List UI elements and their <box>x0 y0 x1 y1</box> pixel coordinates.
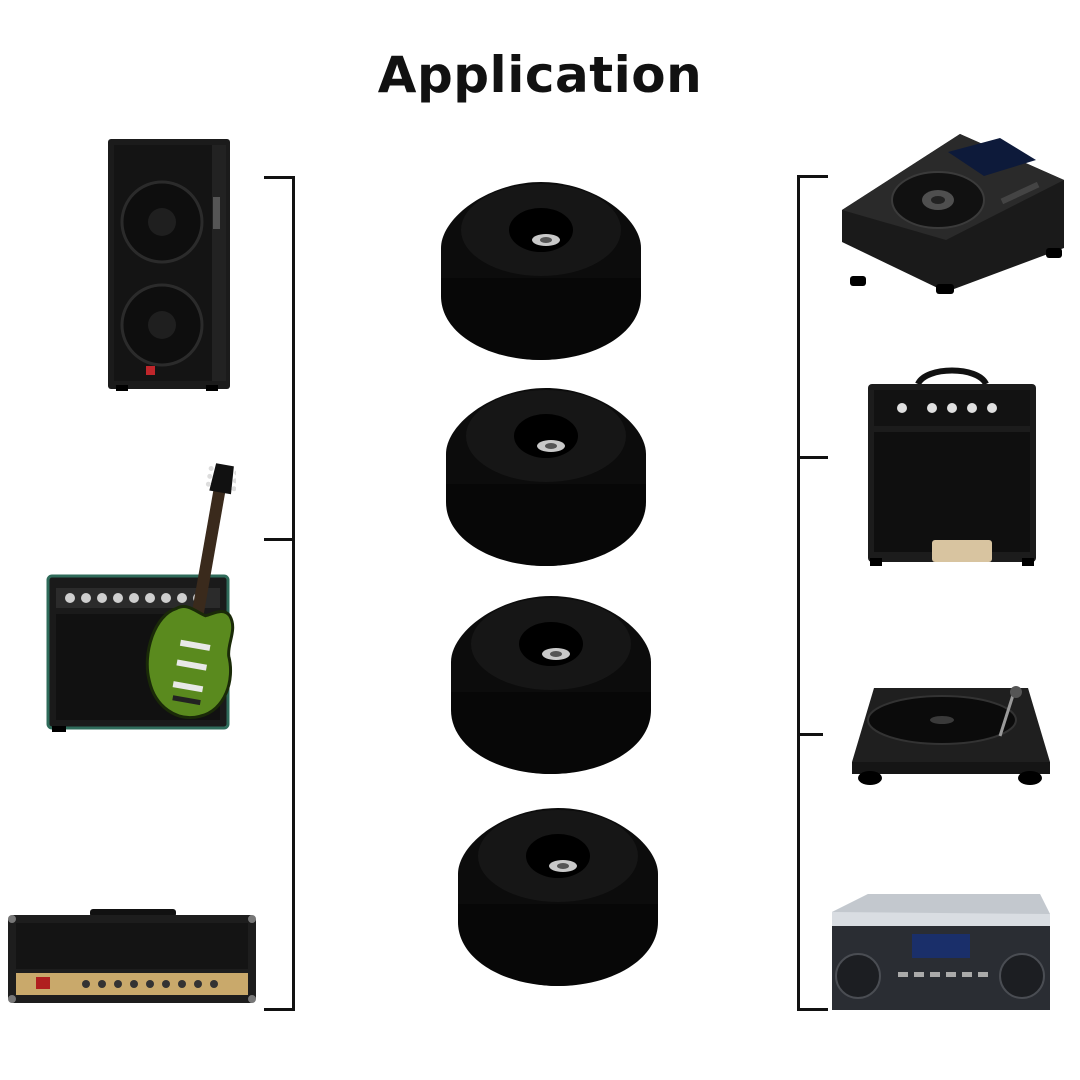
right-bracket-tick-1 <box>797 175 828 178</box>
cdj-player-icon <box>840 130 1066 296</box>
left-bracket-tick-top <box>264 176 295 179</box>
rubber-foot-3 <box>448 592 654 778</box>
left-bracket-tick-bottom <box>264 1008 295 1011</box>
rubber-foot-1 <box>438 178 644 364</box>
pa-speaker-icon <box>106 137 232 393</box>
turntable-icon <box>848 678 1052 786</box>
guitar-and-combo-amp-icon <box>46 462 236 754</box>
left-bracket-tick-middle <box>264 538 295 541</box>
right-bracket-tick-2 <box>797 456 828 459</box>
left-bracket-vertical <box>292 177 295 1011</box>
rubber-foot-4 <box>455 804 661 990</box>
right-bracket-vertical <box>797 176 800 1011</box>
rubber-foot-2 <box>443 384 649 570</box>
page-title: Application <box>377 46 703 104</box>
amplifier-head-icon <box>6 907 258 1009</box>
boombox-cd-player-icon <box>828 886 1052 1018</box>
right-bracket-tick-4 <box>797 1008 828 1011</box>
right-bracket-tick-3 <box>797 733 823 736</box>
practice-amp-icon <box>866 366 1038 568</box>
